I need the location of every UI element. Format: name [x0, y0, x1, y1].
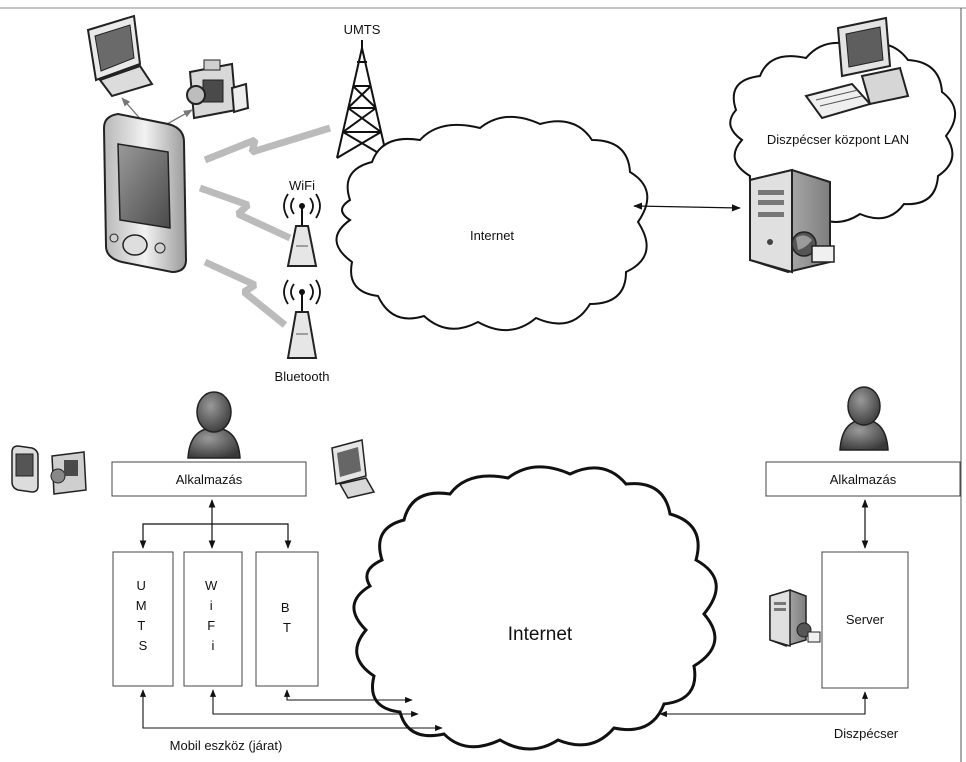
bluetooth-label: Bluetooth	[275, 369, 330, 384]
internet-label-top: Internet	[470, 228, 514, 243]
bt-column	[255, 551, 319, 687]
server-box-label: Server	[846, 612, 885, 627]
server-icon	[749, 168, 835, 274]
small-pda-icon	[11, 445, 39, 493]
wifi-label: WiFi	[289, 178, 315, 193]
wifi-column-letters: W i F i	[205, 578, 221, 653]
internet-server-link	[633, 202, 741, 212]
wifi-antenna-icon	[283, 193, 321, 267]
internet-to-server-link	[659, 691, 869, 718]
small-server-icon	[769, 588, 821, 648]
desktop-computer-icon	[804, 16, 910, 120]
umts-tower-icon	[336, 40, 388, 159]
internet-cloud-top	[335, 115, 649, 332]
internet-label-bottom: Internet	[508, 624, 573, 645]
app-box-right	[765, 461, 961, 497]
pda-device-icon	[102, 112, 188, 274]
wireless-link-umts	[203, 124, 332, 164]
camcorder-icon	[186, 59, 250, 120]
bluetooth-antenna-icon	[283, 279, 321, 359]
mobile-device-caption: Mobil eszköz (járat)	[170, 738, 283, 753]
user-right-icon	[839, 386, 889, 451]
small-monitor-icon	[331, 439, 376, 499]
wireless-link-bluetooth	[203, 258, 288, 328]
umts-column-letters: U M T S	[136, 578, 150, 653]
app-box-left	[111, 461, 307, 497]
umts-column	[112, 551, 174, 687]
internet-cloud-bottom	[352, 465, 718, 751]
dispatcher-caption: Diszpécser	[834, 726, 899, 741]
wifi-column	[183, 551, 243, 687]
app-to-columns-bracket	[139, 523, 292, 549]
small-camcorder-icon	[50, 451, 87, 495]
server-box	[821, 551, 909, 689]
umts-to-internet-link	[139, 689, 443, 732]
user-left-icon	[187, 391, 241, 459]
wireless-link-wifi	[198, 184, 292, 242]
lan-label: Diszpécser központ LAN	[767, 132, 909, 147]
app-box-right-label: Alkalmazás	[830, 472, 897, 487]
app-box-left-label: Alkalmazás	[176, 472, 243, 487]
umts-tower-label: UMTS	[344, 22, 381, 37]
bt-column-letters: B T	[281, 600, 293, 635]
monitor-icon	[86, 14, 154, 98]
